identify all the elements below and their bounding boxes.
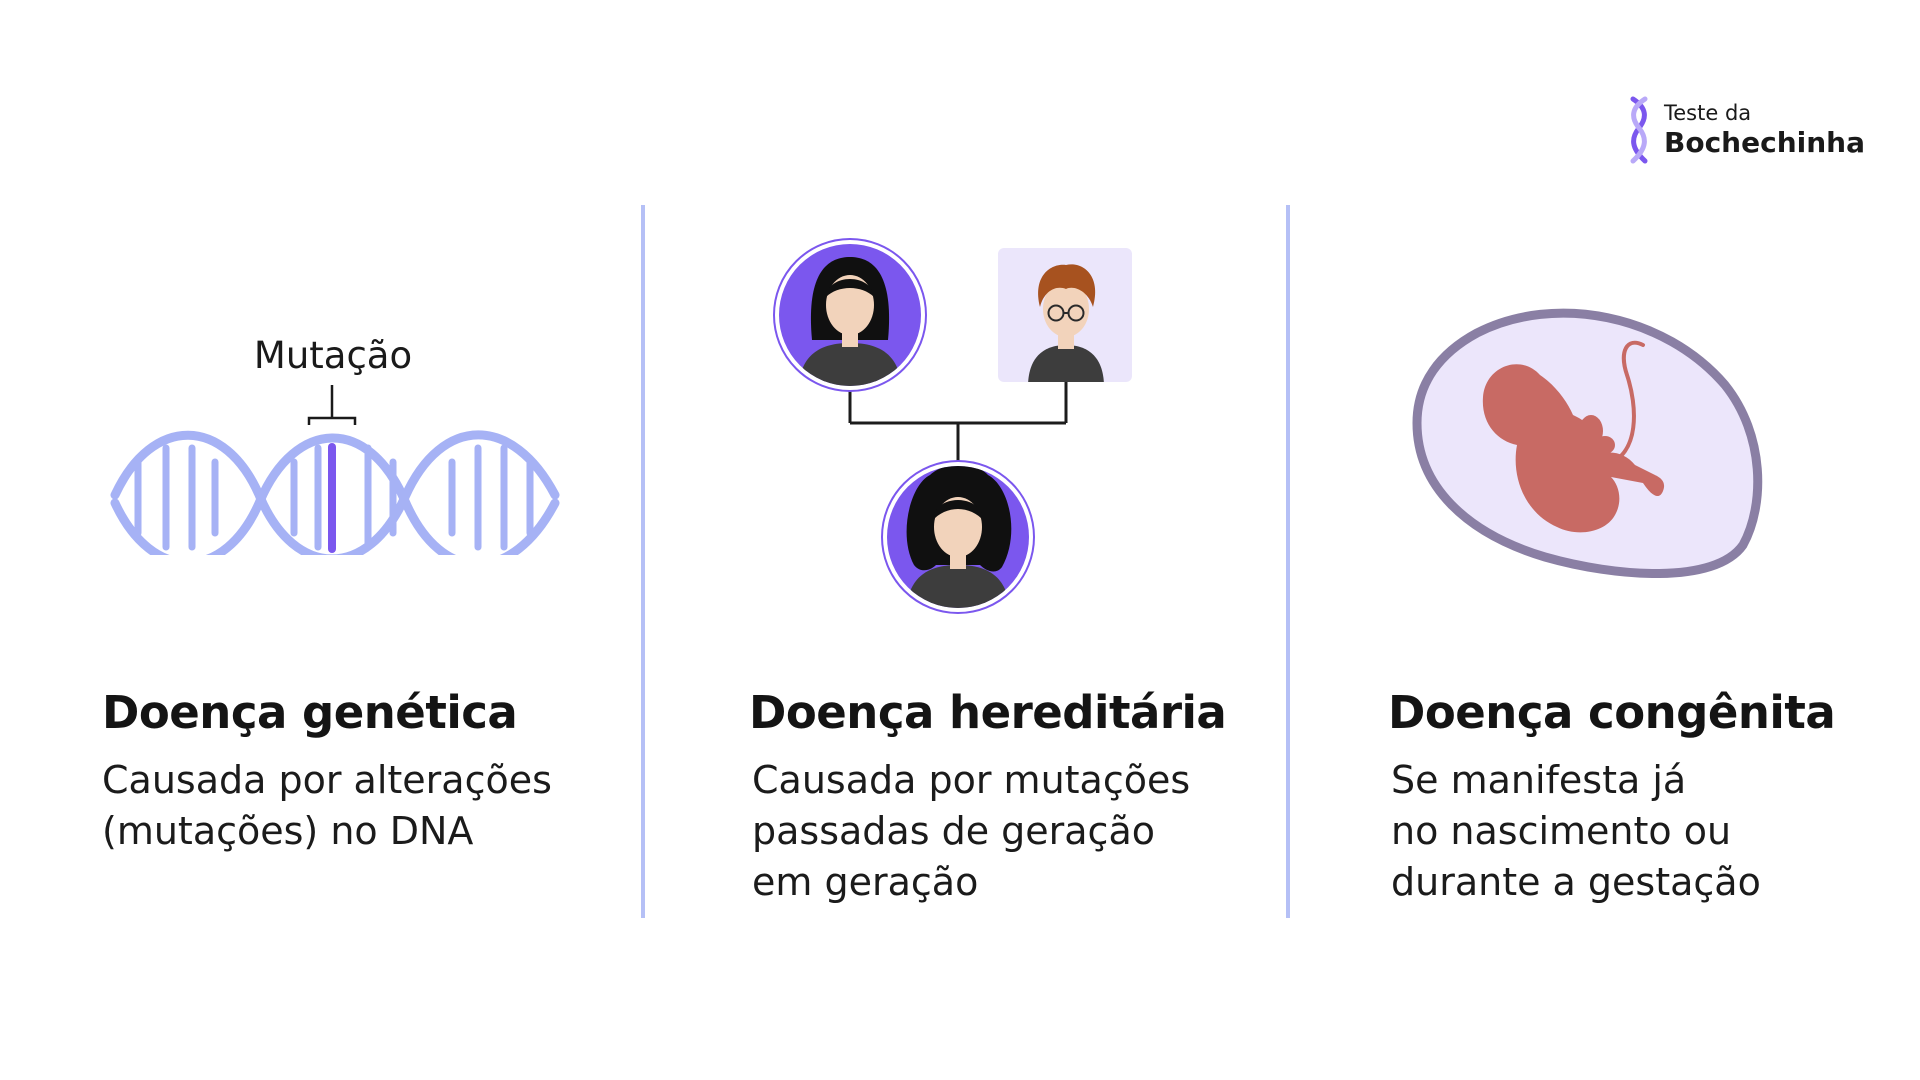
mother-avatar — [773, 238, 927, 392]
child-avatar — [881, 460, 1035, 614]
brand-logo: Teste da Bochechinha — [1626, 96, 1866, 166]
fetus-womb-illustration — [1412, 308, 1763, 579]
description-line: passadas de geração — [752, 809, 1155, 853]
description-line: em geração — [752, 860, 979, 904]
description-line: durante a gestação — [1391, 860, 1761, 904]
mutation-bracket — [307, 385, 357, 425]
dna-helix-illustration: Mutação — [110, 334, 560, 555]
brand-name-top: Teste da — [1664, 101, 1752, 125]
description-line: Se manifesta já — [1391, 758, 1687, 802]
dna-logo-icon — [1630, 96, 1648, 164]
description-line: Causada por mutações — [752, 758, 1191, 802]
mutation-label: Mutação — [254, 334, 412, 377]
dna-rungs — [134, 444, 534, 551]
dna-backbone — [110, 430, 560, 555]
congenital-disease-description: Se manifesta já no nascimento ou durante… — [1391, 755, 1761, 908]
hereditary-disease-title: Doença hereditária — [749, 686, 1227, 739]
genetic-disease-description: Causada por alterações (mutações) no DNA — [102, 755, 552, 857]
description-line: (mutações) no DNA — [102, 809, 474, 853]
column-divider-right — [1286, 205, 1290, 918]
umbilical-cord — [1603, 340, 1645, 467]
column-divider-left — [641, 205, 645, 918]
description-line: Causada por alterações — [102, 758, 552, 802]
family-tree-illustration — [773, 238, 1132, 614]
description-line: no nascimento ou — [1391, 809, 1732, 853]
fetus-figure — [1482, 364, 1665, 533]
hereditary-disease-description: Causada por mutações passadas de geração… — [752, 755, 1190, 908]
genetic-disease-title: Doença genética — [102, 686, 518, 739]
family-connector-lines — [848, 382, 1068, 461]
brand-name-bottom: Bochechinha — [1664, 126, 1865, 159]
congenital-disease-title: Doença congênita — [1388, 686, 1836, 739]
father-avatar — [998, 248, 1132, 382]
